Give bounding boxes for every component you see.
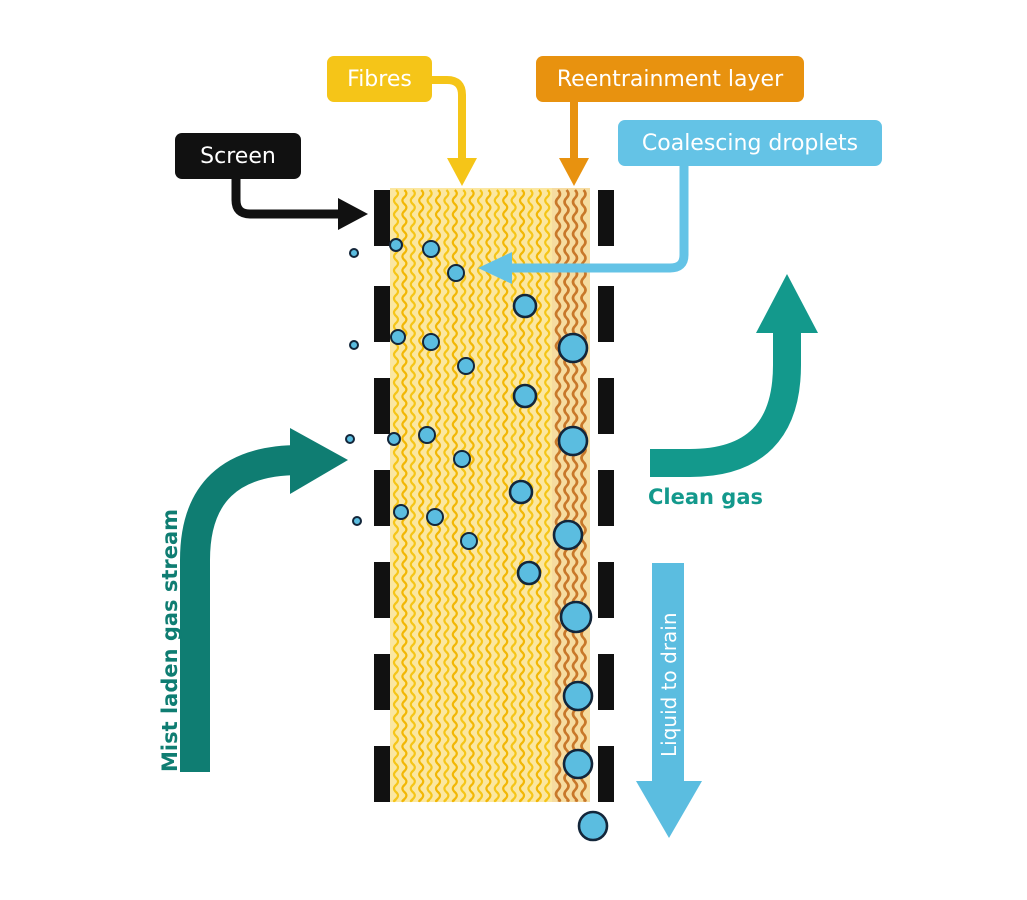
- reentrainment-fibre-line: [554, 189, 562, 802]
- fibre-line: [468, 189, 475, 803]
- fibres-arrowhead: [447, 158, 477, 186]
- inlet-flow-arrowhead: [290, 428, 348, 494]
- droplet: [345, 434, 355, 444]
- screen-segment: [374, 286, 390, 342]
- clean-gas-arrowhead: [756, 274, 818, 333]
- droplet: [460, 532, 478, 550]
- fibre-line: [485, 189, 492, 803]
- screen-segment: [598, 190, 614, 246]
- inlet-flow-arrow: [180, 445, 301, 772]
- fibre-line: [493, 189, 500, 803]
- fibres-label: Fibres: [327, 56, 432, 102]
- droplet: [447, 264, 465, 282]
- droplet: [387, 432, 401, 446]
- fibre-line: [443, 189, 450, 803]
- screen-segment: [374, 562, 390, 618]
- droplet: [453, 450, 471, 468]
- droplet: [426, 508, 444, 526]
- droplet: [562, 680, 594, 712]
- fibre-line: [460, 189, 467, 803]
- screen-arrowhead: [338, 198, 368, 230]
- coalescing-arrowhead: [478, 252, 512, 284]
- fibre-line: [502, 189, 509, 803]
- screen-segment: [374, 654, 390, 710]
- mist-stream-label: Mist laden gas stream: [158, 508, 182, 772]
- droplet: [508, 479, 534, 505]
- screen-segment: [598, 378, 614, 434]
- fibre-line: [426, 189, 433, 803]
- liquid-to-drain-label: Liquid to drain: [657, 612, 681, 757]
- droplet: [559, 600, 593, 634]
- fibre-line: [451, 189, 458, 803]
- droplet: [422, 240, 440, 258]
- fibre-line: [434, 189, 442, 803]
- screen-pointer-arrow: [231, 178, 340, 219]
- reentrainment-layer-label: Reentrainment layer: [536, 56, 804, 102]
- coalescing-droplets-label: Coalescing droplets: [618, 120, 882, 166]
- fibres-pointer-arrow: [425, 76, 466, 160]
- screen-segment: [374, 190, 390, 246]
- fibre-line: [476, 189, 484, 803]
- screen-segment: [374, 378, 390, 434]
- screen-segment: [374, 746, 390, 802]
- droplet: [557, 332, 589, 364]
- droplet: [512, 293, 538, 319]
- fibre-lines: [392, 189, 551, 803]
- screen-segment: [598, 654, 614, 710]
- fibre-line: [409, 189, 416, 803]
- fibre-line: [535, 189, 542, 803]
- fibre-line: [418, 189, 425, 803]
- coalescing-pointer-arrow: [510, 165, 689, 273]
- droplet: [349, 340, 359, 350]
- droplet: [352, 516, 362, 526]
- clean-gas-flow-arrow: [650, 330, 801, 477]
- clean-gas-label: Clean gas: [648, 485, 763, 509]
- droplets: [345, 238, 609, 842]
- screen-label: Screen: [175, 133, 301, 179]
- screens: [374, 190, 614, 802]
- drain-arrow-shaft: [652, 563, 684, 783]
- droplet: [516, 560, 542, 586]
- droplet: [552, 519, 584, 551]
- droplet: [422, 333, 440, 351]
- reentrainment-arrowhead: [559, 158, 589, 186]
- droplet: [557, 425, 589, 457]
- droplet: [418, 426, 436, 444]
- droplet: [389, 238, 403, 252]
- fibre-line: [392, 189, 400, 803]
- drain-arrowhead: [636, 781, 702, 838]
- droplet: [393, 504, 409, 520]
- droplet: [390, 329, 406, 345]
- droplet: [512, 383, 538, 409]
- droplet: [349, 248, 359, 258]
- screen-segment: [598, 286, 614, 342]
- droplet: [577, 810, 609, 842]
- fibre-line: [401, 189, 408, 803]
- droplet: [457, 357, 475, 375]
- screen-segment: [374, 470, 390, 526]
- screen-segment: [598, 562, 614, 618]
- screen-segment: [598, 470, 614, 526]
- screen-segment: [598, 746, 614, 802]
- fibre-line: [544, 189, 551, 803]
- droplet: [562, 748, 594, 780]
